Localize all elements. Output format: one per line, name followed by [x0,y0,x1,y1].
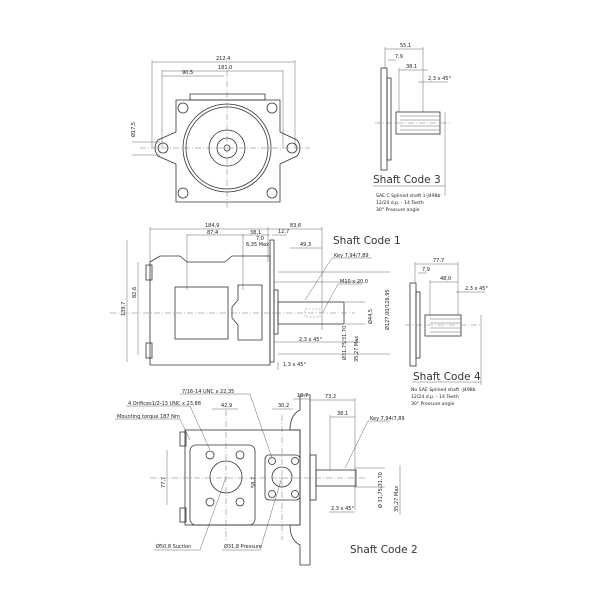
thread-suction: 4 Orifices1/2-13 UNC x 23,88 [128,401,201,407]
torque-label: Mounting torque 187 Nm [117,414,180,420]
height-pressure: 58,7 [251,477,257,488]
dia-a: Ø44,5 [367,309,374,324]
shaft-code-4-title: Shaft Code 4 [413,371,481,383]
shaft-code-4-view: 77,7 7,9 48,0 2,3 x 45° Shaft Code 4 No … [405,258,488,407]
dim-pressure: 30,2 [278,403,289,409]
chamfer: 2,3 x 45° [465,286,488,292]
shaft-code-1-view: 184,9 83,6 87,4 38,1 7,0 6,35 Max 12,7 4… [110,223,401,370]
shaft-code-3-view: 55,1 7,9 38,1 2,3 x 45° Shaft Code 3 SAE… [373,43,451,213]
front-view: 212,4 181,0 90,5 Ø17,5 [130,56,310,210]
max-dim: 35,27 Max [394,486,400,512]
shaft-code-2-title: Shaft Code 2 [350,544,418,556]
key-label: Key 7,94/7,89 [334,253,369,259]
chamfer: 2,3 x 45° [299,337,322,343]
dim-overall: 212,4 [216,56,230,62]
dim-half: 90,5 [182,70,193,76]
max-dim: 35,27 Max [354,336,360,362]
dim-e: 12,7 [278,229,289,235]
dim-spline: 48,0 [440,276,451,282]
dia-pilot: Ø127,00/126,95 [384,289,391,330]
chamfer-2: 1,3 x 45° [283,362,306,368]
chamfer: 2,3 x 45° [428,76,451,82]
dim-body: 184,9 [205,223,219,229]
dim-key: 38,1 [337,411,348,417]
dim-step: 7,9 [422,267,430,273]
dim-length: 55,1 [400,43,411,49]
height-a: 82,6 [132,287,138,298]
dim-b: 38,1 [250,230,261,236]
dim-length: 77,7 [433,258,444,264]
dia-shaft: Ø31,75/31,70 [341,326,348,360]
note: 12/24 d.p. - 14 Teeth [376,200,424,206]
suction-label: Ø50,8 Suction [156,543,191,550]
shaft-code-3-title: Shaft Code 3 [373,174,441,186]
dim-d: 6,35 Max [246,242,269,248]
dim-hole: Ø17,5 [130,122,137,137]
dim-suction: 42,9 [221,403,232,409]
chamfer: 2,3 x 45° [331,506,354,512]
shaft-code-1-title: Shaft Code 1 [333,235,401,247]
dim-shaft: 73,2 [325,394,336,400]
dim-shaft: 83,6 [290,223,301,229]
note: 30° Pressure angle [376,207,420,213]
dim-spline: 38,1 [406,64,417,70]
dim-f: 49,3 [300,242,311,248]
height-suction: 77,7 [161,477,167,488]
dim-c: 7,0 [256,236,264,242]
key-label: Key 7,94/7,89 [370,416,405,422]
dim-bolt: 181,0 [218,65,232,71]
dim-step: 7,9 [395,54,403,60]
note: 12/24 d.p. - 14 Teeth [411,394,459,400]
note: No SAE Splined shaft -J498b [411,387,476,393]
shaft-code-2-view: 7/16-14 UNC x 22,35 4 Orifices1/2-13 UNC… [115,389,418,566]
thread-pressure: 7/16-14 UNC x 22,35 [182,389,234,395]
dia-shaft: Ø 31,75/31,70 [377,472,384,508]
pressure-label: Ø31,8 Pressure [224,543,262,550]
dim-a: 87,4 [207,230,218,236]
note: 30° Pressure angle [411,401,455,407]
height-b: 139,7 [121,302,127,316]
dim-flange: 15,7 [297,393,308,399]
note: SAE C Splined shaft 1-J498b [376,193,441,199]
